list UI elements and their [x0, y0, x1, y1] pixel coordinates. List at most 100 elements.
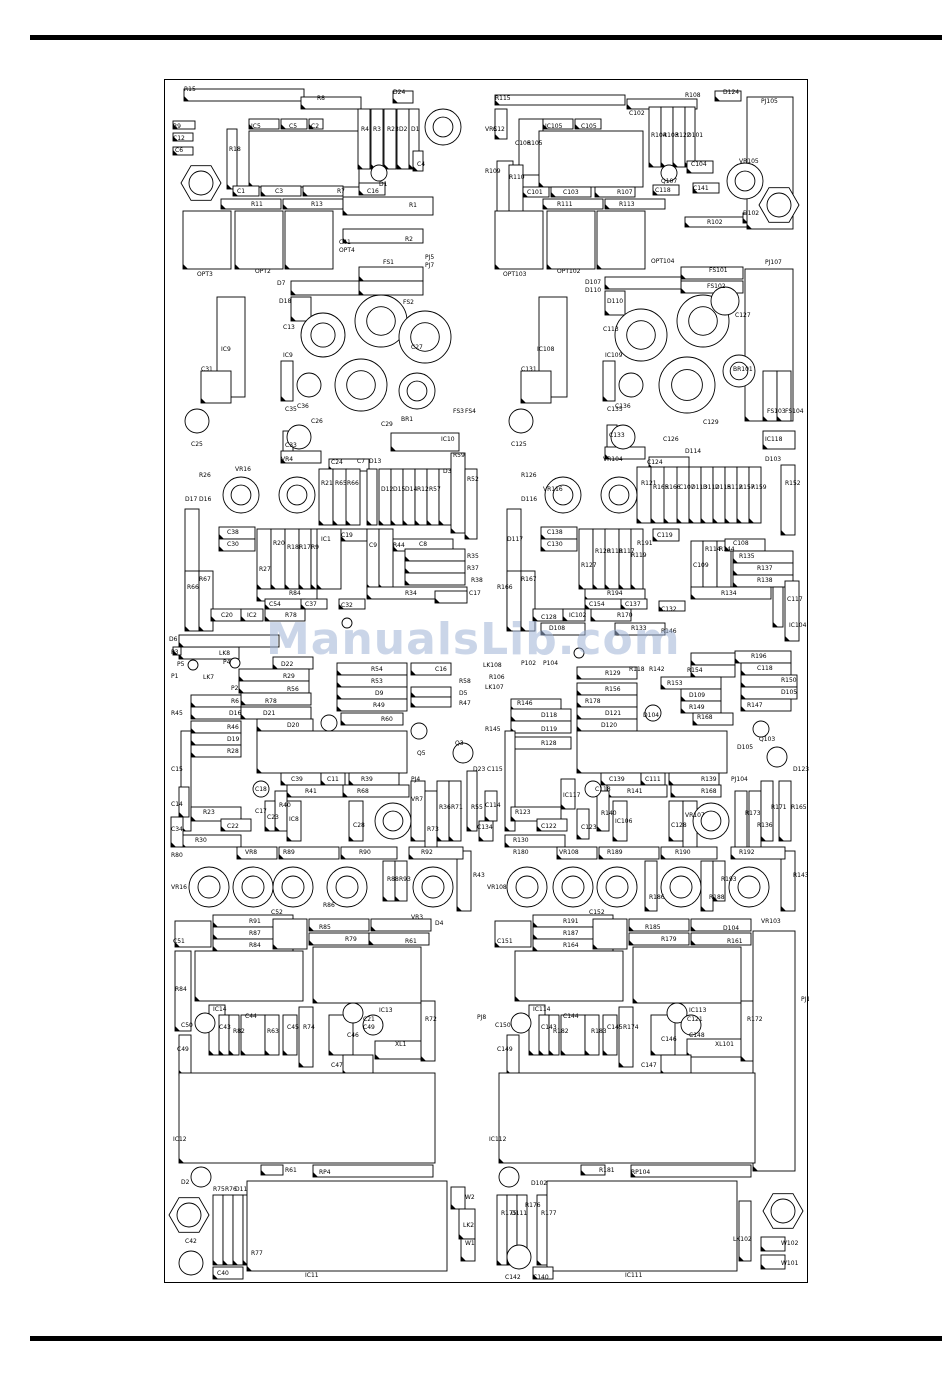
- reference-designator: R133: [631, 625, 647, 632]
- pin1-marker: [691, 926, 696, 931]
- reference-designator: PJ188: [801, 996, 809, 1003]
- pin1-marker: [171, 842, 176, 847]
- reference-designator: D15: [393, 486, 405, 493]
- reference-designator: P4: [223, 659, 231, 666]
- pin1-marker: [173, 136, 178, 141]
- reference-designator: D105: [737, 744, 753, 751]
- reference-designator: IC5: [251, 123, 261, 130]
- reference-designator: C41: [339, 239, 351, 246]
- pin1-marker: [257, 726, 262, 731]
- reference-designator: R176: [525, 1202, 541, 1209]
- component-outline: [668, 800, 684, 842]
- pin1-marker: [191, 740, 196, 745]
- pin1-marker: [537, 1260, 542, 1265]
- reference-designator: R179: [661, 936, 677, 943]
- reference-designator: D9: [375, 690, 384, 697]
- component-outline: [772, 586, 784, 628]
- reference-designator: D107: [585, 279, 601, 286]
- component-outline: [178, 1034, 192, 1076]
- round-component: [680, 1014, 702, 1036]
- reference-designator: XL101: [715, 1041, 734, 1048]
- pin1-marker: [285, 264, 290, 269]
- mounting-hole: [176, 1202, 202, 1228]
- pin1-marker: [669, 836, 674, 841]
- reference-designator: FS102: [707, 283, 726, 290]
- pin1-marker: [577, 702, 582, 707]
- reference-designator: R167: [521, 576, 537, 583]
- reference-designator: D19: [227, 736, 239, 743]
- round-component: [286, 424, 312, 450]
- pin1-marker: [191, 728, 196, 733]
- reference-designator: R57: [429, 486, 441, 493]
- component-outline: [680, 266, 744, 280]
- pin1-marker: [521, 626, 526, 631]
- component-outline: [342, 196, 434, 216]
- component-outline: [300, 96, 362, 110]
- round-component: [296, 372, 322, 398]
- component-outline: [170, 816, 184, 848]
- reference-designator: R78: [265, 698, 277, 705]
- reference-designator: R79: [345, 936, 357, 943]
- reference-designator: R15: [184, 86, 196, 93]
- component-outline: [686, 160, 714, 174]
- pin1-marker: [467, 826, 472, 831]
- reference-designator: D21: [263, 710, 275, 717]
- reference-designator: D120: [601, 722, 617, 729]
- reference-designator: R106: [489, 674, 505, 681]
- component-outline: [596, 790, 610, 832]
- pin1-marker: [375, 1054, 380, 1059]
- reference-designator: VR8: [245, 849, 257, 856]
- reference-designator: C118: [595, 786, 611, 793]
- component-outline: [368, 932, 430, 946]
- pin1-marker: [593, 944, 598, 949]
- reference-designator: C23: [267, 814, 279, 821]
- pin1-marker: [175, 1026, 180, 1031]
- trimmer-knob: [281, 875, 305, 899]
- component-outline: [690, 586, 772, 600]
- component-outline: [602, 1014, 618, 1056]
- pin1-marker: [209, 1050, 214, 1055]
- pin1-marker: [577, 714, 582, 719]
- reference-designator: VR7: [411, 796, 423, 803]
- reference-designator: R80: [171, 852, 183, 859]
- reference-designator: R78: [285, 612, 297, 619]
- reference-designator: R196: [751, 653, 767, 660]
- pin1-marker: [737, 518, 742, 523]
- component-outline: [272, 918, 308, 950]
- trimmer-knob: [382, 810, 404, 832]
- trimmer-knob: [700, 810, 722, 832]
- pin1-marker: [681, 274, 686, 279]
- reference-designator: R84: [249, 942, 261, 949]
- reference-designator: D6: [169, 636, 178, 643]
- pin1-marker: [541, 546, 546, 551]
- round-component: [666, 1002, 688, 1024]
- pin1-marker: [283, 204, 288, 209]
- pin1-marker: [359, 276, 364, 281]
- component-outline: [548, 1014, 560, 1056]
- reference-designator: R191: [637, 540, 653, 547]
- pin1-marker: [235, 264, 240, 269]
- trimmer-knob: [310, 322, 336, 348]
- reference-designator: C128: [541, 614, 557, 621]
- reference-designator: LK7: [203, 674, 214, 681]
- reference-designator: PJ5: [425, 254, 434, 261]
- component-outline: [290, 296, 312, 322]
- reference-designator: R181: [599, 1167, 615, 1174]
- reference-designator: R156: [605, 686, 621, 693]
- pin1-marker: [233, 1260, 238, 1265]
- reference-designator: R141: [627, 788, 643, 795]
- reference-designator: D104: [723, 925, 739, 932]
- component-outline: [358, 182, 386, 196]
- pin1-marker: [179, 1158, 184, 1163]
- component-outline: [284, 528, 300, 590]
- pin1-marker: [221, 204, 226, 209]
- component-outline: [246, 1180, 448, 1272]
- trimmer-knob: [421, 875, 445, 899]
- pin1-marker: [543, 124, 548, 129]
- reference-designator: D22: [281, 661, 293, 668]
- component-outline: [383, 108, 397, 170]
- reference-designator: C136: [615, 403, 631, 410]
- pin1-marker: [543, 204, 548, 209]
- reference-designator: D13: [369, 458, 381, 465]
- pin1-marker: [179, 812, 184, 817]
